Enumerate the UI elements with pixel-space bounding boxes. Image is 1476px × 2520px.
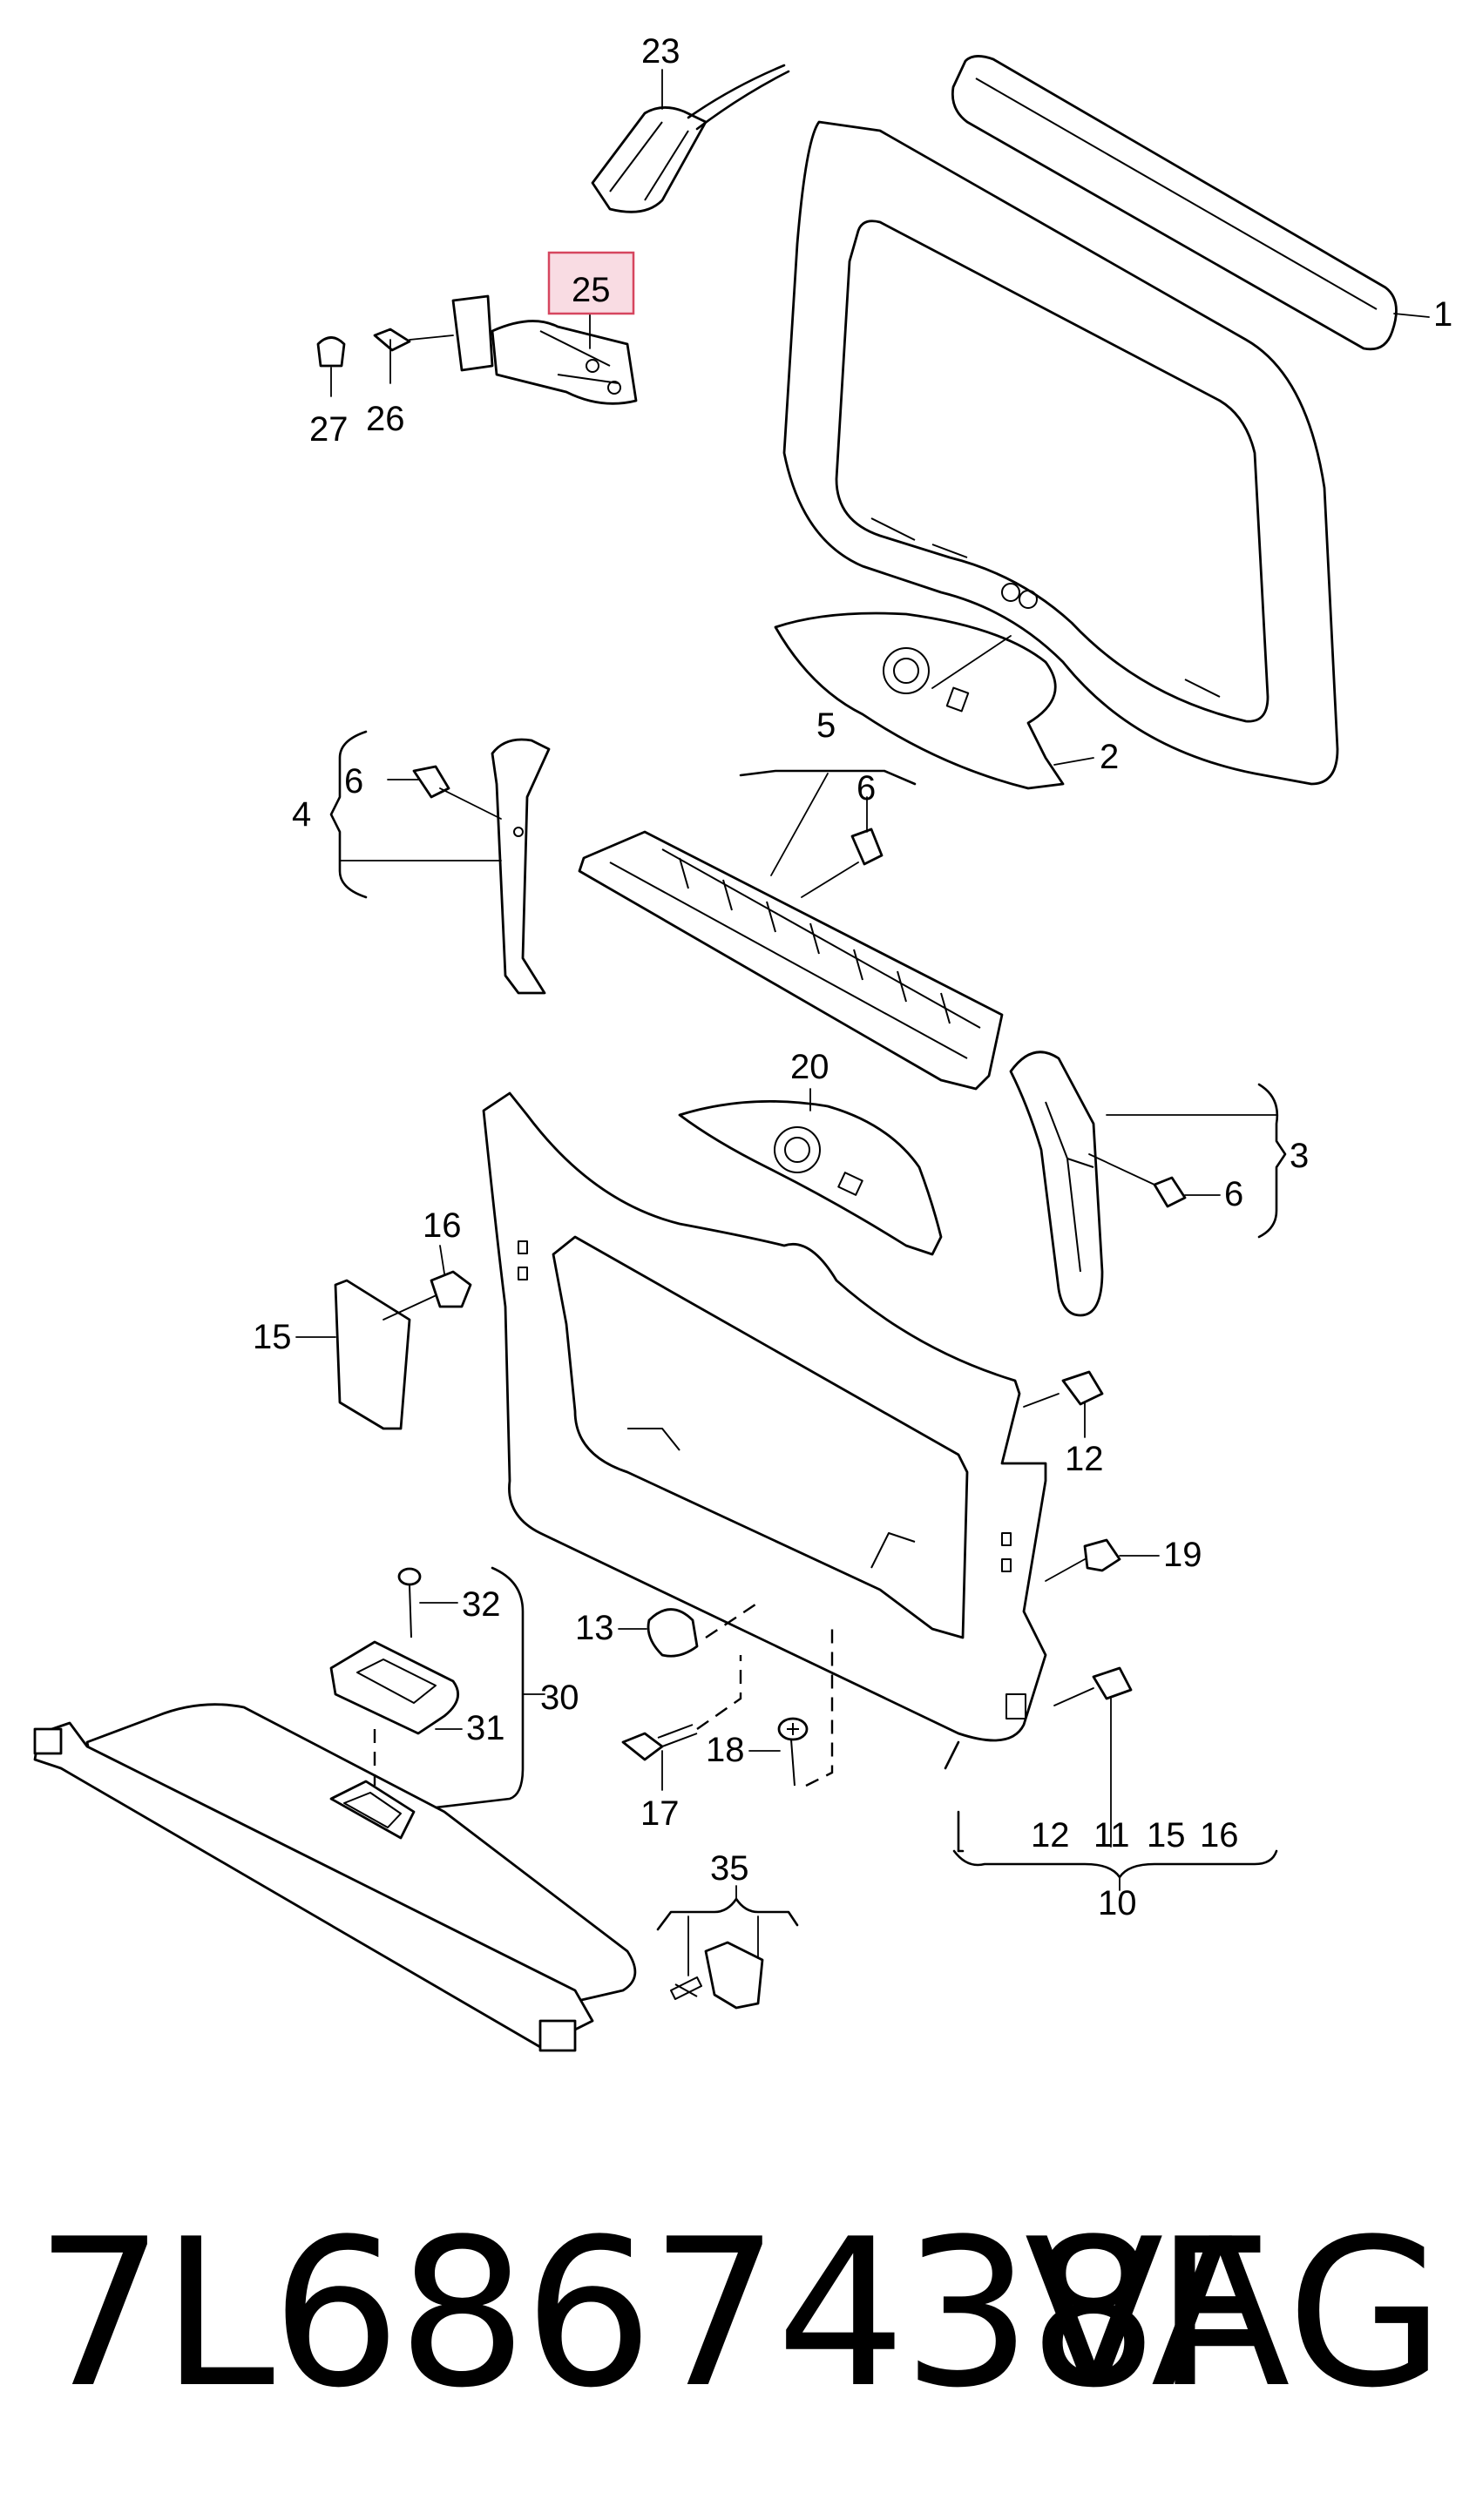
callout-16-bottom: 16 [1200, 1816, 1239, 1855]
part-20-handle-trim [678, 1088, 943, 1256]
callout-12-bottom: 12 [1031, 1816, 1070, 1855]
part-26-clip [373, 328, 454, 384]
part-5-sill-trim [578, 769, 1004, 1091]
callout-35: 35 [710, 1849, 749, 1888]
part-17-screw [621, 1655, 742, 1791]
callout-6-center: 6 [856, 769, 876, 807]
callout-25: 25 [572, 271, 611, 309]
part-18-screw [748, 1629, 834, 1787]
callout-15-bottom: 15 [1147, 1816, 1186, 1855]
parts-diagram: 1 2 3 4 5 6 6 6 10 11 12 12 13 15 15 16 … [33, 32, 1452, 2052]
callout-2: 2 [1100, 738, 1119, 776]
part-25-bracket [451, 294, 638, 405]
part-6-clip-right [1088, 1153, 1221, 1208]
callout-3: 3 [1290, 1137, 1309, 1175]
callout-4: 4 [292, 795, 311, 834]
callout-10: 10 [1098, 1884, 1137, 1922]
callout-6-right: 6 [1224, 1175, 1243, 1213]
group-10-bracket [952, 1810, 1278, 1891]
part-31-handle [329, 1640, 463, 1735]
part-10-tailgate-lining [482, 1091, 1047, 1770]
part-1-upper-trim [951, 55, 1430, 351]
callout-18: 18 [706, 1731, 745, 1769]
callout-31: 31 [466, 1709, 505, 1747]
callout-13: 13 [575, 1609, 614, 1647]
part-11-clip [1053, 1666, 1133, 1848]
part-12-clip [1023, 1370, 1104, 1438]
part-number: 7L6867438F [35, 2196, 1272, 2433]
callout-17: 17 [640, 1794, 680, 1833]
callout-19: 19 [1163, 1536, 1202, 1574]
callout-12-right: 12 [1065, 1440, 1104, 1478]
part-6-clip-left [412, 765, 502, 820]
part-35-bracket [656, 1885, 799, 2010]
tailgate-frame [782, 120, 1339, 786]
callout-20: 20 [790, 1048, 829, 1086]
callout-11: 11 [1093, 1816, 1130, 1855]
part-32-screw [397, 1567, 458, 1638]
part-23-wiring-guide [591, 64, 790, 213]
callout-1: 1 [1433, 295, 1452, 334]
part-15-cover [295, 1279, 441, 1430]
brand-label: VAG [1024, 2196, 1445, 2433]
part-13-cap [618, 1602, 759, 1658]
callout-30: 30 [540, 1679, 579, 1717]
part-30-luggage-cover [33, 1566, 637, 2052]
part-6-clip-center [801, 796, 884, 898]
part-27-plug [316, 336, 346, 397]
callout-5: 5 [816, 706, 836, 745]
part-19-clip [1045, 1538, 1160, 1582]
callout-23: 23 [641, 32, 680, 71]
callout-15-left: 15 [253, 1318, 292, 1356]
callout-16-left: 16 [423, 1206, 462, 1245]
callout-6-left: 6 [344, 762, 363, 801]
callout-26: 26 [366, 400, 405, 438]
part-3-right-pillar-trim [1009, 1051, 1287, 1317]
callout-27: 27 [309, 410, 349, 449]
callout-labels: 1 2 3 4 5 6 6 6 10 11 12 12 13 15 15 16 … [253, 32, 1452, 1922]
callout-32: 32 [462, 1585, 501, 1624]
part-4-left-pillar-trim [329, 730, 551, 995]
part-2-lower-trim [774, 611, 1094, 790]
highlight-box-25 [547, 251, 635, 315]
part-16-clip [430, 1245, 472, 1308]
